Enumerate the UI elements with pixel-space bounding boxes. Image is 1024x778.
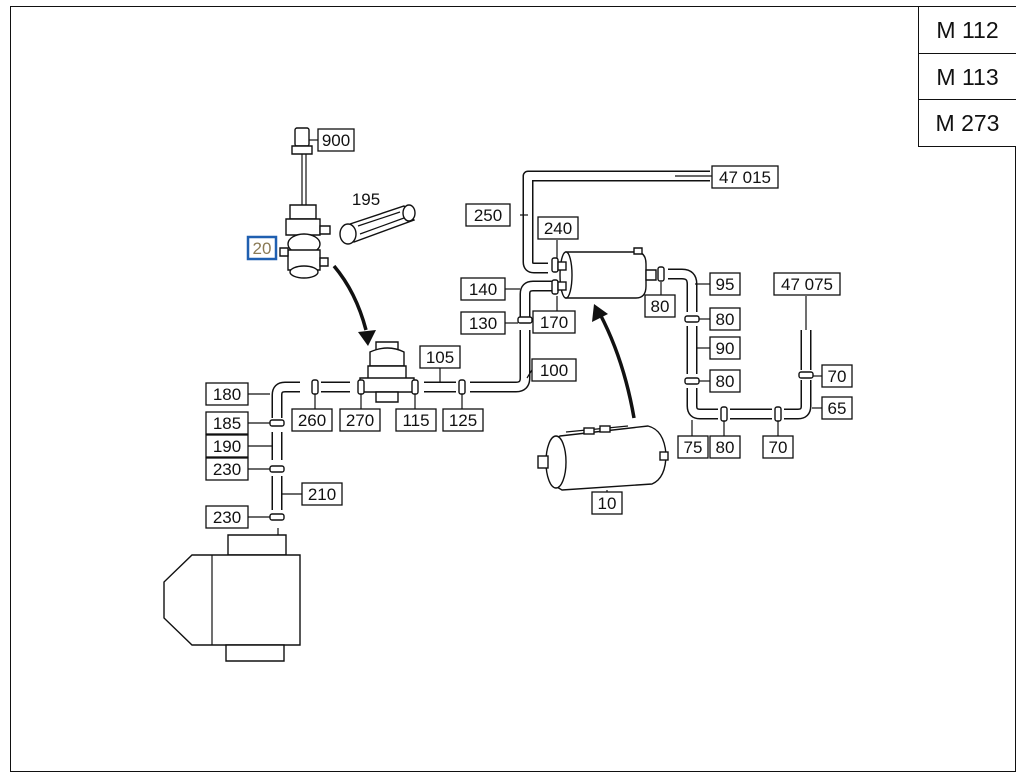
arrow-head-2 xyxy=(592,304,608,322)
model-m273[interactable]: M 273 xyxy=(935,110,1000,136)
electrical-connector-part xyxy=(291,127,313,205)
svg-text:20: 20 xyxy=(253,239,272,258)
svg-text:180: 180 xyxy=(213,385,241,404)
vacuum-reservoir-part xyxy=(557,247,657,299)
svg-text:190: 190 xyxy=(213,437,241,456)
callout-180[interactable]: 180 xyxy=(205,382,249,406)
svg-text:70: 70 xyxy=(828,367,847,386)
svg-text:185: 185 xyxy=(213,414,241,433)
filter-part xyxy=(339,204,416,245)
callout-20-selected[interactable]: 20 xyxy=(246,235,278,261)
svg-text:75: 75 xyxy=(684,438,703,457)
brake-booster-part xyxy=(163,528,301,662)
callout-190[interactable]: 190 xyxy=(205,434,249,458)
svg-text:230: 230 xyxy=(213,508,241,527)
callout-100[interactable]: 100 xyxy=(531,358,577,382)
callout-250[interactable]: 250 xyxy=(465,203,511,227)
callout-65[interactable]: 65 xyxy=(821,396,853,420)
svg-text:65: 65 xyxy=(828,399,847,418)
hose-lines-right xyxy=(668,268,812,420)
arrow-valve-to-tpiece xyxy=(332,264,368,331)
svg-text:47 015: 47 015 xyxy=(719,168,771,187)
callout-80-upper[interactable]: 80 xyxy=(709,307,741,331)
svg-text:900: 900 xyxy=(322,131,350,150)
svg-text:100: 100 xyxy=(540,361,568,380)
non-return-valve-part xyxy=(359,341,415,403)
model-m112[interactable]: M 112 xyxy=(919,7,1016,54)
svg-text:140: 140 xyxy=(469,280,497,299)
svg-text:270: 270 xyxy=(346,411,374,430)
svg-text:80: 80 xyxy=(651,297,670,316)
callout-230-upper[interactable]: 230 xyxy=(205,457,249,481)
diagram-frame xyxy=(10,6,1016,772)
arrow-head-1 xyxy=(358,330,376,346)
callout-10[interactable]: 10 xyxy=(591,491,623,515)
callout-105[interactable]: 105 xyxy=(419,345,461,369)
hose-clips-right xyxy=(657,266,814,422)
callout-260[interactable]: 260 xyxy=(291,408,333,432)
svg-text:210: 210 xyxy=(308,485,336,504)
svg-text:10: 10 xyxy=(598,494,617,513)
svg-text:105: 105 xyxy=(426,348,454,367)
callout-125[interactable]: 125 xyxy=(442,408,484,432)
svg-text:70: 70 xyxy=(769,438,788,457)
svg-text:80: 80 xyxy=(716,438,735,457)
switchover-valve-part xyxy=(279,204,331,279)
callout-140[interactable]: 140 xyxy=(460,277,506,301)
callout-47015[interactable]: 47 015 xyxy=(711,165,779,189)
callout-170[interactable]: 170 xyxy=(532,310,576,334)
model-m113[interactable]: M 113 xyxy=(919,54,1016,100)
callout-70-upper[interactable]: 70 xyxy=(821,364,853,388)
callout-130[interactable]: 130 xyxy=(460,311,506,335)
callout-80-lower[interactable]: 80 xyxy=(709,435,741,459)
model-list: M 112 M 113 M 273 xyxy=(918,7,1016,147)
callout-95[interactable]: 95 xyxy=(709,272,741,296)
vacuum-canister-part xyxy=(537,425,669,491)
svg-text:250: 250 xyxy=(474,206,502,225)
callout-185[interactable]: 185 xyxy=(205,411,249,435)
callout-90[interactable]: 90 xyxy=(709,336,741,360)
callout-195[interactable]: 195 xyxy=(352,190,380,209)
svg-text:170: 170 xyxy=(540,313,568,332)
callout-80-middle[interactable]: 80 xyxy=(709,369,741,393)
svg-text:90: 90 xyxy=(716,339,735,358)
leader-lines xyxy=(248,139,822,518)
svg-text:47 075: 47 075 xyxy=(781,275,833,294)
svg-text:130: 130 xyxy=(469,314,497,333)
hose-lines-left xyxy=(271,170,710,510)
svg-text:95: 95 xyxy=(716,275,735,294)
callout-75[interactable]: 75 xyxy=(677,435,709,459)
svg-text:115: 115 xyxy=(402,411,429,430)
callout-115[interactable]: 115 xyxy=(395,408,437,432)
callout-80-reservoir[interactable]: 80 xyxy=(644,294,676,318)
callout-47075[interactable]: 47 075 xyxy=(773,272,841,296)
svg-text:125: 125 xyxy=(449,411,477,430)
svg-text:80: 80 xyxy=(716,372,735,391)
svg-text:260: 260 xyxy=(298,411,326,430)
callout-270[interactable]: 270 xyxy=(339,408,381,432)
svg-text:230: 230 xyxy=(213,460,241,479)
svg-text:195: 195 xyxy=(352,190,380,209)
callout-210[interactable]: 210 xyxy=(301,482,343,506)
svg-text:240: 240 xyxy=(544,219,572,238)
callout-70-lower[interactable]: 70 xyxy=(762,435,794,459)
callout-230-lower[interactable]: 230 xyxy=(205,505,249,529)
arrow-canister-to-reservoir xyxy=(598,313,636,419)
callout-240[interactable]: 240 xyxy=(537,216,579,240)
callout-900[interactable]: 900 xyxy=(317,128,355,152)
svg-text:80: 80 xyxy=(716,310,735,329)
